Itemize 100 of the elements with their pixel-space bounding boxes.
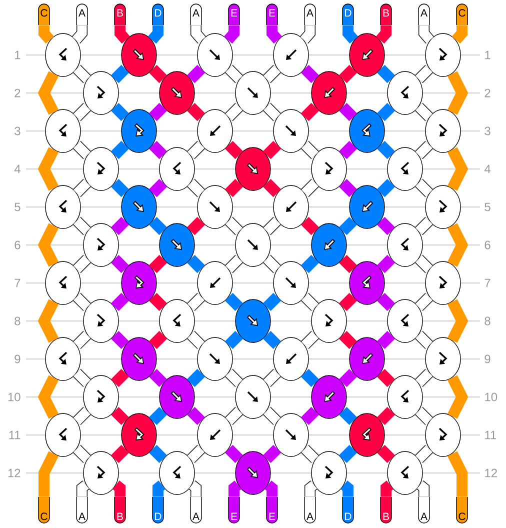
thread — [148, 64, 168, 84]
row-number: 10 — [485, 392, 498, 402]
thread — [188, 480, 202, 497]
thread — [148, 25, 164, 44]
thread — [186, 64, 206, 84]
thread — [338, 444, 358, 464]
row-number: 11 — [9, 430, 20, 440]
thread — [447, 375, 468, 419]
thread — [72, 254, 92, 274]
thread — [447, 451, 468, 497]
thread — [224, 102, 244, 122]
thread — [262, 330, 282, 350]
thread — [342, 25, 358, 44]
thread — [186, 330, 206, 350]
thread — [414, 368, 434, 388]
thread — [110, 64, 130, 84]
thread — [340, 480, 354, 497]
row-number: 2 — [484, 88, 490, 98]
thread-end: D — [152, 4, 164, 26]
thread — [72, 444, 92, 464]
thread — [266, 25, 282, 44]
node-label: E — [231, 512, 238, 520]
thread — [264, 480, 278, 497]
node-label: C — [40, 512, 48, 520]
thread — [338, 64, 358, 84]
thread — [110, 292, 130, 312]
thread — [338, 330, 358, 350]
thread — [376, 330, 396, 350]
thread — [447, 223, 468, 267]
thread — [186, 140, 206, 160]
node-label: B — [117, 512, 123, 520]
thread — [304, 480, 318, 497]
thread — [224, 444, 244, 464]
thread — [376, 64, 396, 84]
thread — [414, 254, 434, 274]
thread — [447, 147, 468, 191]
row-number: 7 — [484, 278, 490, 288]
thread — [300, 292, 320, 312]
thread — [262, 140, 282, 160]
thread — [300, 406, 320, 426]
thread — [300, 254, 320, 274]
thread — [376, 216, 396, 236]
thread — [262, 292, 282, 312]
thread — [114, 25, 130, 44]
thread — [224, 25, 240, 44]
thread — [72, 368, 92, 388]
thread — [148, 140, 168, 160]
thread — [148, 254, 168, 274]
thread — [110, 216, 130, 236]
thread-end: A — [304, 496, 316, 524]
thread — [262, 368, 282, 388]
row-number: 5 — [14, 202, 20, 212]
thread — [338, 216, 358, 236]
thread-end: A — [190, 4, 202, 26]
row-number: 8 — [14, 316, 20, 326]
thread — [414, 330, 434, 350]
thread — [72, 140, 92, 160]
thread — [72, 216, 92, 236]
thread — [186, 368, 206, 388]
thread — [186, 292, 206, 312]
thread-end: A — [190, 496, 202, 524]
thread — [148, 178, 168, 198]
thread — [262, 406, 282, 426]
thread — [72, 25, 88, 44]
thread — [148, 102, 168, 122]
thread-end: B — [114, 496, 126, 524]
thread — [72, 64, 92, 84]
thread — [76, 480, 90, 497]
thread — [262, 444, 282, 464]
thread — [224, 178, 244, 198]
thread-end: E — [228, 4, 240, 26]
thread — [72, 178, 92, 198]
thread-end: D — [342, 4, 354, 26]
thread — [338, 140, 358, 160]
thread-end: A — [304, 4, 316, 26]
thread — [376, 254, 396, 274]
thread-end: D — [152, 496, 164, 524]
thread — [262, 64, 282, 84]
thread — [224, 368, 244, 388]
thread — [224, 64, 244, 84]
thread — [447, 299, 468, 343]
thread — [300, 216, 320, 236]
thread — [186, 406, 206, 426]
thread — [112, 480, 126, 497]
thread — [186, 216, 206, 236]
thread — [452, 25, 468, 44]
thread — [338, 102, 358, 122]
thread — [414, 102, 434, 122]
thread-end: A — [76, 496, 88, 524]
thread-end: C — [456, 4, 468, 26]
thread — [300, 368, 320, 388]
row-number: 3 — [484, 126, 490, 136]
thread — [300, 64, 320, 84]
row-number: 1 — [15, 50, 20, 60]
thread — [110, 406, 130, 426]
thread — [110, 368, 130, 388]
thread — [110, 444, 130, 464]
thread — [380, 480, 394, 497]
thread — [338, 368, 358, 388]
thread — [376, 178, 396, 198]
